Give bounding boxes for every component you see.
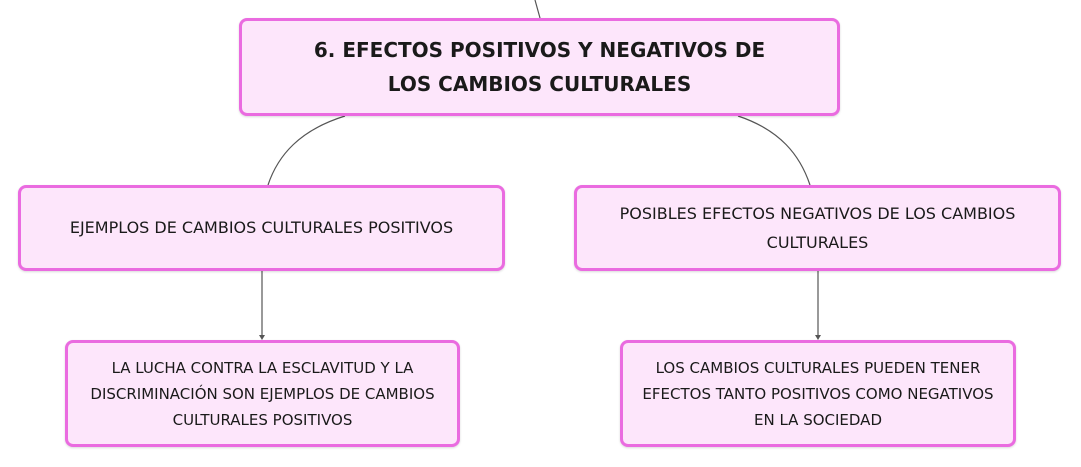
subtopic-label-positive-negative-effects: LOS CAMBIOS CULTURALES PUEDEN TENER EFEC… [642,358,994,429]
connector-root-to-right [737,115,811,186]
arrowhead-left-icon [259,335,265,340]
subtopic-node-positive-negative-effects[interactable]: LOS CAMBIOS CULTURALES PUEDEN TENER EFEC… [620,340,1016,447]
arrowhead-right-icon [815,335,821,340]
subtopic-label-slavery-discrimination: LA LUCHA CONTRA LA ESCLAVITUD Y LA DISCR… [90,358,435,429]
topic-label-negative-effects: POSIBLES EFECTOS NEGATIVOS DE LOS CAMBIO… [619,204,1016,252]
root-topic-node[interactable]: 6. EFECTOS POSITIVOS Y NEGATIVOS DE LOS … [239,18,840,116]
topic-node-negative-effects[interactable]: POSIBLES EFECTOS NEGATIVOS DE LOS CAMBIO… [574,185,1061,271]
connector-parent-in [534,0,541,19]
subtopic-node-slavery-discrimination[interactable]: LA LUCHA CONTRA LA ESCLAVITUD Y LA DISCR… [65,340,460,447]
root-topic-label: 6. EFECTOS POSITIVOS Y NEGATIVOS DE LOS … [313,38,766,96]
topic-label-positive-examples: EJEMPLOS DE CAMBIOS CULTURALES POSITIVOS [69,218,454,237]
connector-root-to-left [267,115,346,186]
topic-node-positive-examples[interactable]: EJEMPLOS DE CAMBIOS CULTURALES POSITIVOS [18,185,505,271]
